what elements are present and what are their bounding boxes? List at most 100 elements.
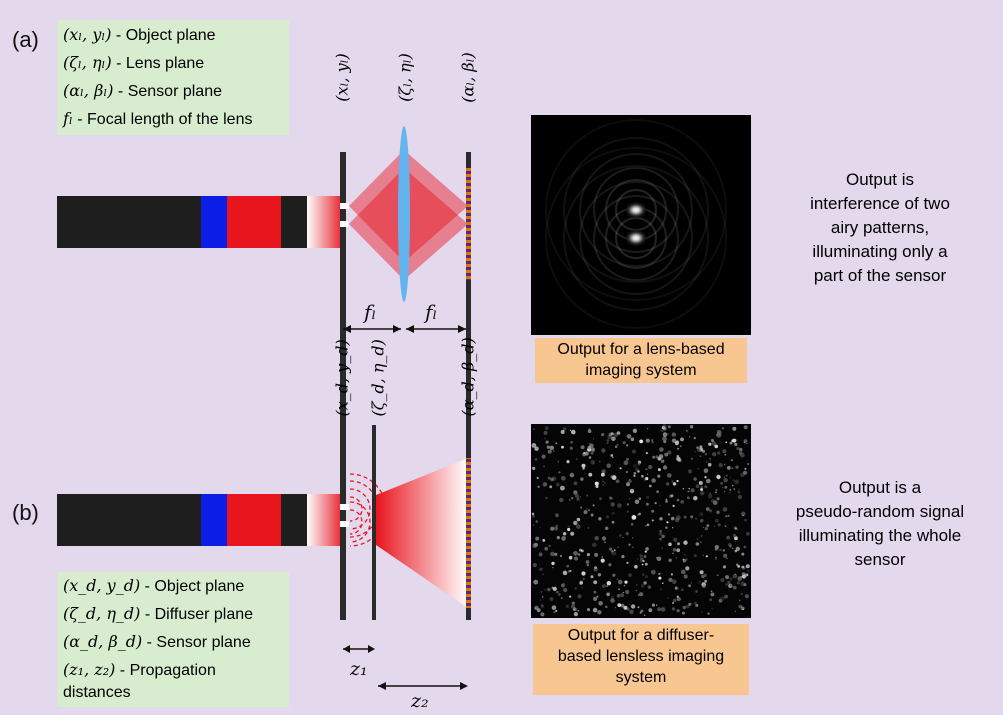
- plane-label-diffuser: (ζ_d, η_d): [368, 339, 388, 417]
- speckle-dot: [573, 607, 577, 611]
- speckle-dot: [699, 512, 704, 516]
- speckle-dot: [648, 484, 652, 488]
- speckle-dot: [697, 448, 701, 453]
- speckle-dot: [682, 487, 685, 490]
- speckle-dot: [706, 507, 710, 511]
- speckle-dot: [583, 510, 588, 515]
- speckle-dot: [715, 558, 717, 560]
- speckle-dot: [542, 573, 544, 576]
- speckle-dot: [553, 526, 559, 531]
- speckle-dot: [665, 498, 668, 501]
- airy-ring: [545, 147, 727, 329]
- speckle-dot: [540, 604, 544, 608]
- speckle-dot: [537, 485, 540, 488]
- speckle-dot: [717, 431, 722, 437]
- description-a-line: interference of two: [810, 194, 950, 213]
- speckle-dot: [626, 561, 629, 564]
- speckle-dot: [676, 596, 681, 602]
- speckle-dot: [579, 496, 582, 498]
- speckle-dot: [727, 580, 731, 584]
- speckle-dot: [569, 472, 575, 478]
- speckle-dot: [735, 465, 739, 469]
- speckle-dot: [677, 542, 680, 546]
- speckle-dot: [680, 437, 684, 442]
- speckle-dot: [744, 594, 750, 599]
- speckle-dot: [739, 447, 743, 452]
- speckle-dot: [729, 544, 732, 548]
- speckle-dot: [712, 500, 718, 506]
- speckle-dot: [651, 519, 654, 522]
- speckle-dot: [736, 581, 740, 585]
- speckle-dot: [704, 527, 709, 531]
- speckle-dot: [645, 477, 649, 481]
- speckle-dot: [730, 584, 733, 587]
- speckle-dot: [576, 524, 581, 529]
- speckle-dot: [683, 574, 688, 579]
- speckle-dot: [661, 429, 664, 433]
- propagation-label-z1: z₁: [350, 658, 368, 680]
- speckle-dot: [738, 604, 743, 609]
- speckle-dot: [646, 523, 650, 527]
- legend-a-row-lens: (ζₗ, ηₗ) - Lens plane: [63, 53, 204, 73]
- speckle-dot: [633, 472, 637, 475]
- speckle-dot: [611, 511, 615, 515]
- speckle-dot: [549, 445, 555, 450]
- speckle-dot: [615, 479, 620, 484]
- speckle-dot: [648, 464, 653, 470]
- sensor-a: [466, 152, 471, 442]
- focal-length-label-1: fₗ: [364, 300, 377, 324]
- speckle-dot: [667, 425, 671, 429]
- speckle-dot: [602, 484, 605, 486]
- speckle-dot: [743, 545, 747, 549]
- speckle-dot: [652, 455, 656, 459]
- speckle-dot: [685, 566, 690, 571]
- speckle-dot: [629, 489, 635, 494]
- caption-b-line-1: Output for a diffuser-: [567, 627, 715, 644]
- speckle-dot: [547, 449, 552, 454]
- speckle-dot: [662, 582, 664, 584]
- speckle-dot: [674, 586, 678, 590]
- speckle-dot: [613, 549, 616, 552]
- speckle-dot: [711, 441, 717, 446]
- speckle-dot: [611, 550, 616, 556]
- speckle-dot: [687, 490, 689, 493]
- speckle-dot: [631, 449, 637, 454]
- speckle-dot: [717, 523, 721, 527]
- speckle-dot: [573, 490, 578, 495]
- speckle-dot: [700, 485, 703, 489]
- speckle-dot: [639, 592, 644, 597]
- speckle-dot: [580, 506, 583, 509]
- speckle-dot: [646, 473, 649, 475]
- speckle-dot: [568, 555, 573, 560]
- speckle-dot: [616, 578, 619, 581]
- speckle-dot: [648, 608, 653, 613]
- speckle-dot: [710, 438, 714, 442]
- legend-symbol: (xₗ, yₗ): [63, 25, 112, 44]
- speckle-dot: [726, 466, 731, 470]
- speckle-dot: [688, 602, 692, 606]
- speckle-dot: [677, 458, 682, 463]
- diffuse-cone: [376, 458, 468, 608]
- speckle-dot: [645, 451, 649, 455]
- speckle-dot: [736, 528, 738, 531]
- speckle-dot: [694, 450, 696, 453]
- speckle-dot: [670, 494, 674, 498]
- speckle-dot: [688, 487, 690, 490]
- legend-text: distances: [63, 684, 131, 701]
- speckle-dot: [609, 496, 613, 500]
- speckle-dot: [704, 476, 707, 479]
- speckle-dot: [550, 526, 555, 531]
- legend-text: - Focal length of the lens: [72, 111, 253, 128]
- speckle-dot: [651, 478, 656, 483]
- speckle-dot: [731, 467, 734, 470]
- speckle-dot: [732, 585, 737, 590]
- plane-label-lens: (ζₗ, ηₗ): [395, 53, 415, 102]
- speckle-dot: [715, 491, 717, 494]
- speckle-dot: [587, 429, 592, 434]
- speckle-dot: [558, 471, 561, 474]
- speckle-dot: [646, 495, 650, 499]
- speckle-dot: [534, 446, 539, 451]
- speckle-dot: [707, 612, 710, 615]
- speckle-dot: [592, 438, 595, 440]
- speckle-dot: [736, 439, 738, 442]
